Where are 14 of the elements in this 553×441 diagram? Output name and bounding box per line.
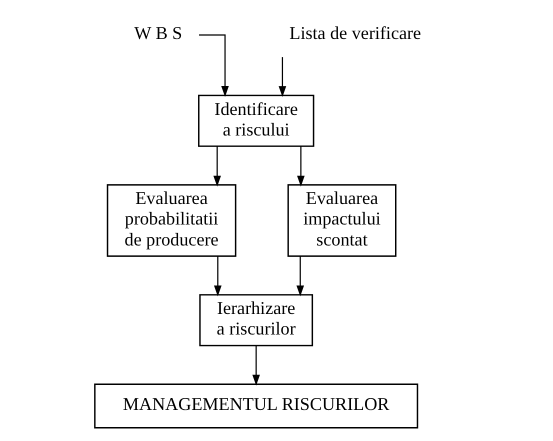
node-box: Identificare a riscului (198, 94, 314, 147)
node-box: Evaluarea probabilitatii de producere (106, 184, 236, 257)
arrow (252, 346, 260, 386)
node-box: Ierarhizare a riscurilor (198, 294, 313, 346)
arrow (213, 256, 222, 296)
node-text: W B S (134, 23, 182, 44)
node-box: MANAGEMENTUL RISCURILOR (94, 384, 418, 428)
node-text: Lista de verificare (288, 23, 421, 44)
arrow (296, 146, 304, 187)
arrow (278, 57, 286, 97)
arrow (296, 256, 304, 296)
arrow (198, 34, 228, 97)
node-box: Evaluarea impactului scontat (286, 184, 396, 257)
arrow (212, 146, 220, 187)
